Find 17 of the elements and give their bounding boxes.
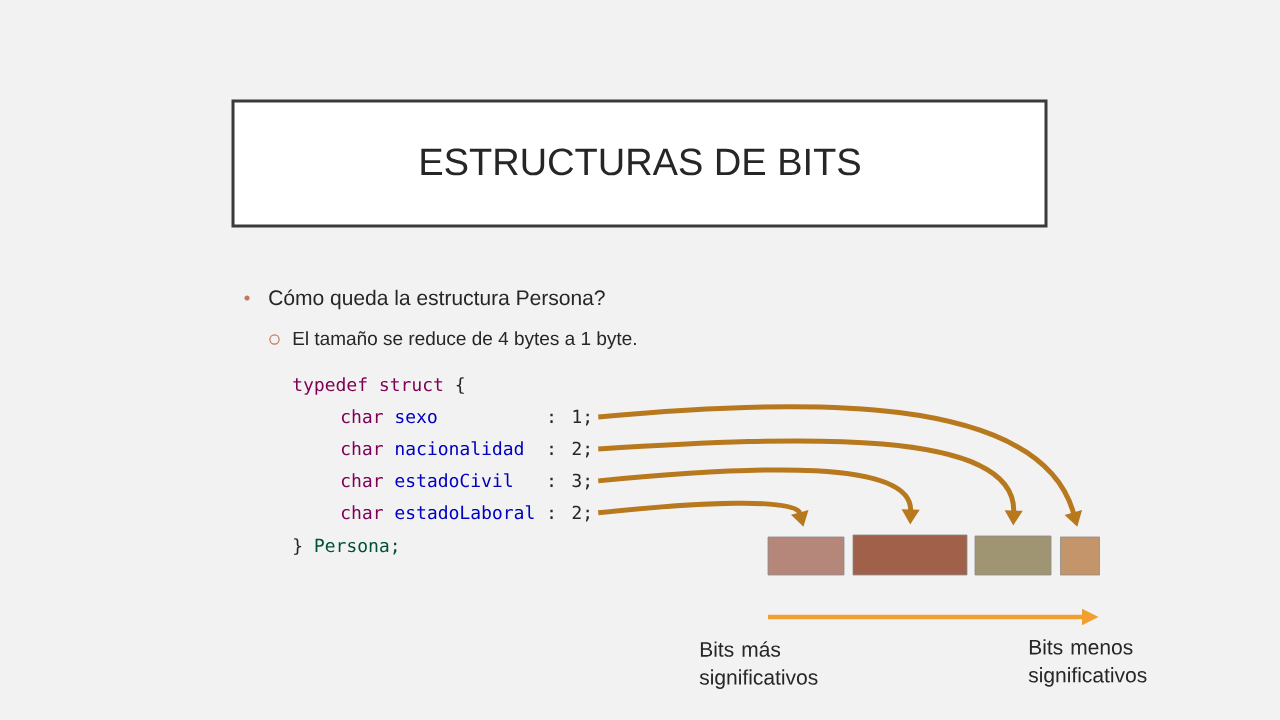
code-line: char estadoLaboral : 2; bbox=[341, 505, 589, 522]
bit-field-box bbox=[767, 536, 845, 576]
bullet-text: Cómo queda la estructura Persona? bbox=[269, 289, 605, 310]
code-line: char nacionalidad : 2; bbox=[341, 441, 589, 458]
code-text: { bbox=[456, 377, 464, 394]
bit-field-box bbox=[974, 535, 1052, 576]
bit-order-label: Bits menos significativos bbox=[1028, 639, 1147, 687]
code-line: char sexo : 1; bbox=[341, 409, 589, 426]
bit-field-box bbox=[1060, 536, 1100, 576]
code-text: } bbox=[294, 538, 302, 555]
code-text: Persona; bbox=[315, 538, 397, 555]
bullet-text: El tamaño se reduce de 4 bytes a 1 byte. bbox=[293, 331, 636, 349]
bit-order-label: Bits más significativos bbox=[699, 641, 818, 689]
bit-field-box bbox=[852, 534, 968, 576]
title-box: ESTRUCTURAS DE BITS bbox=[231, 99, 1048, 228]
code-line: char estadoCivil : 3; bbox=[341, 473, 589, 490]
code-text: typedef struct bbox=[293, 377, 443, 395]
